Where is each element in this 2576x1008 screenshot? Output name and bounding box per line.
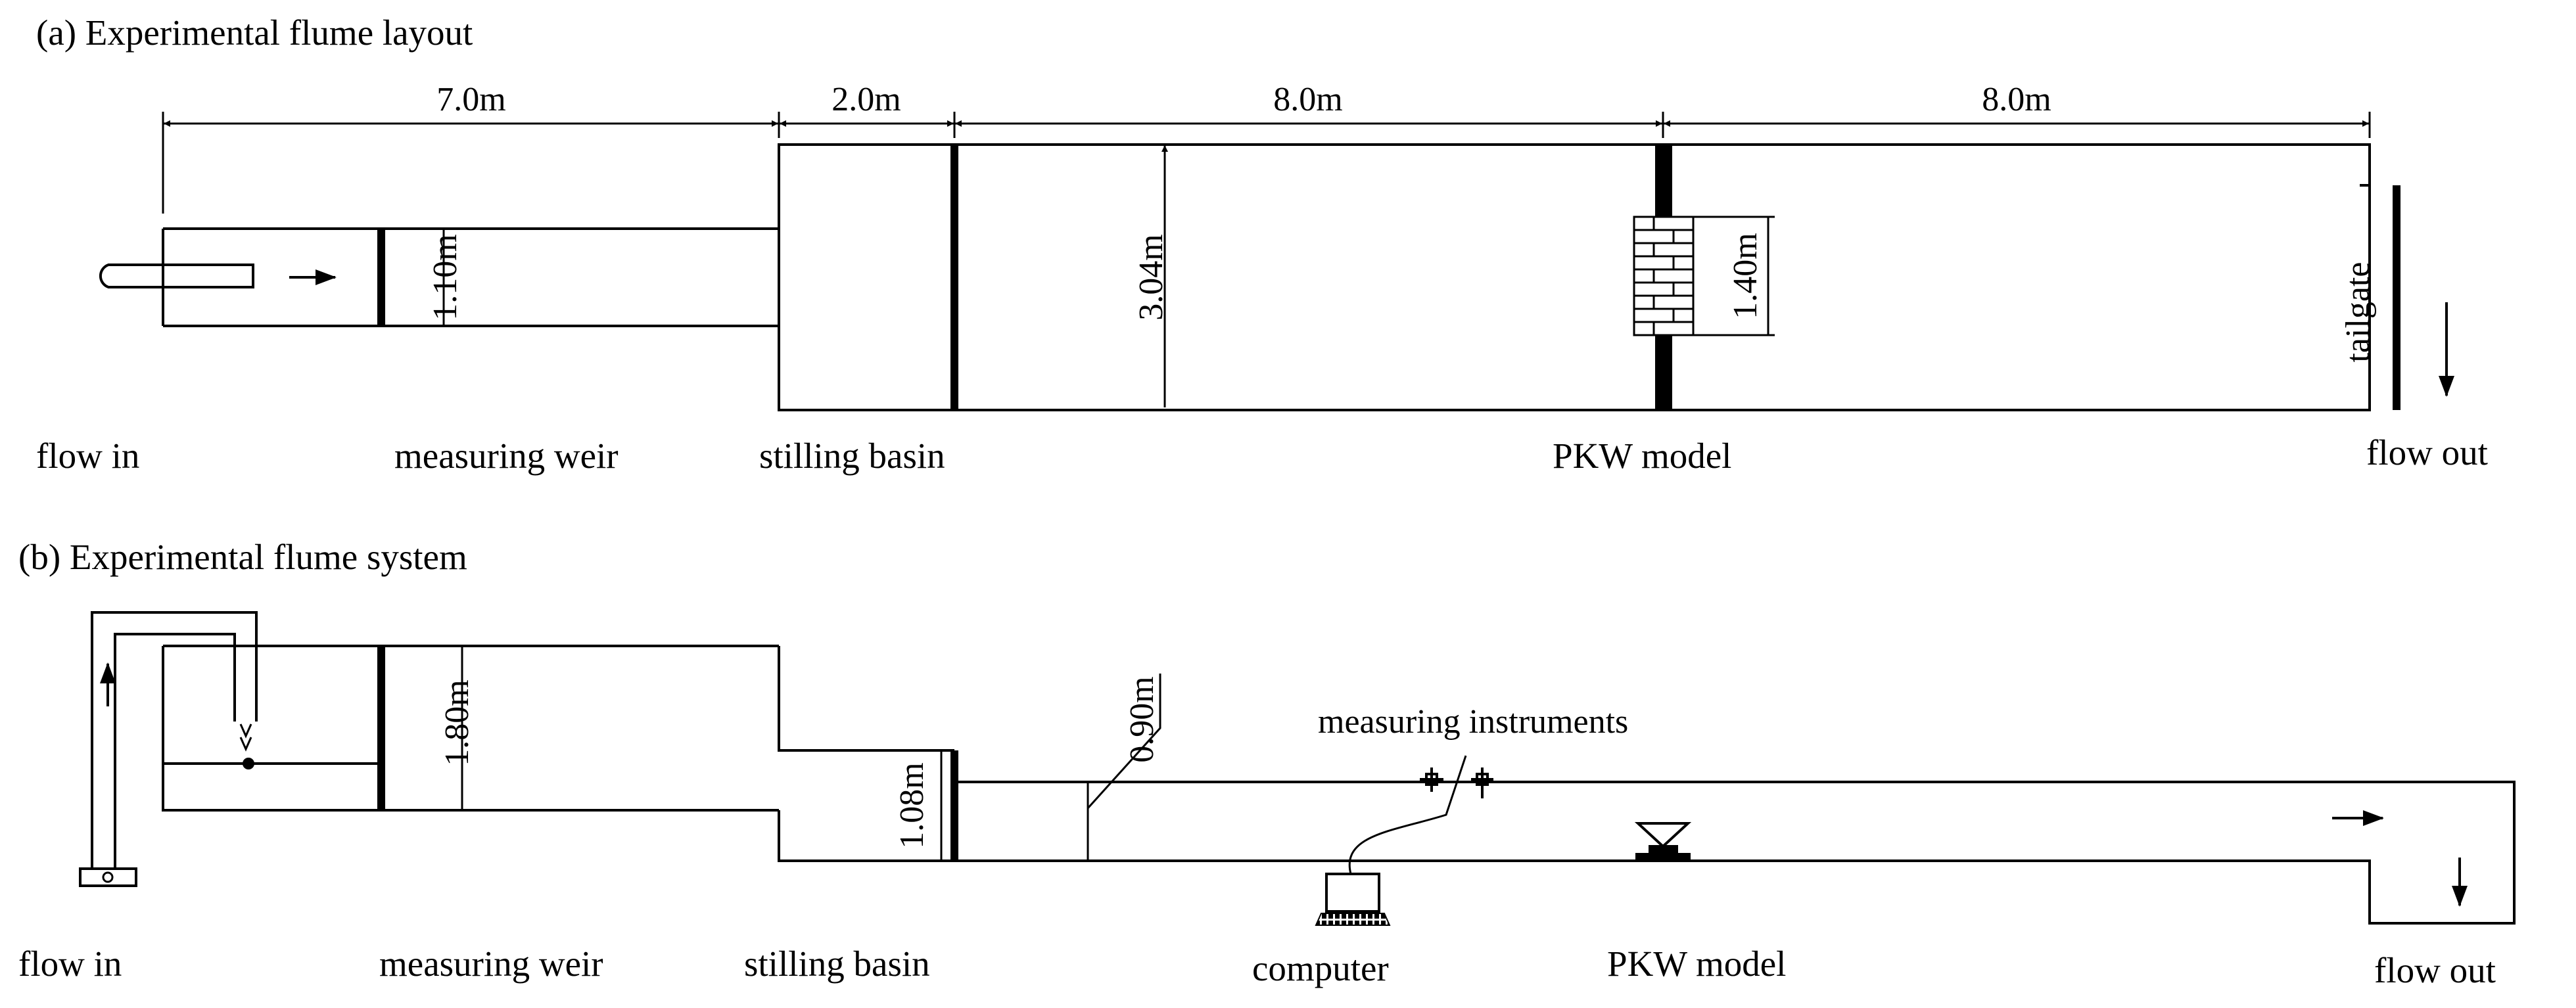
weir-tank — [162, 645, 779, 812]
panel-b: (b) Experimental flume system 1.80m 1.08… — [18, 537, 2516, 990]
b-label-flow-in: flow in — [18, 944, 122, 984]
stilling-basin — [778, 646, 954, 862]
pump-base — [79, 867, 137, 887]
weir-width-label: 1.10m — [427, 234, 464, 320]
weir-height-label: 1.80m — [438, 679, 476, 766]
pipe-outlet-arrows — [239, 723, 252, 752]
inlet-channel — [162, 227, 779, 327]
a-label-pkw-model: PKW model — [1553, 436, 1731, 476]
panel-b-caption: (b) Experimental flume system — [18, 537, 467, 577]
dim-7m: 7.0m — [436, 81, 505, 118]
computer-icon — [1315, 873, 1391, 926]
downstream-channel — [954, 781, 2516, 925]
channel-depth-label: 0.90m — [1123, 676, 1161, 762]
b-label-measuring-weir: measuring weir — [379, 944, 603, 984]
dim-8m-a: 8.0m — [1273, 81, 1342, 118]
panel-a: (a) Experimental flume layout 7.0m 2.0m … — [36, 12, 2488, 476]
instruments-label: measuring instruments — [1318, 703, 1628, 741]
channel-width-label: 3.04m — [1133, 234, 1170, 320]
dim-8m-b: 8.0m — [1982, 81, 2051, 118]
dim-2m: 2.0m — [831, 81, 901, 118]
pkw-model-side — [1634, 822, 1692, 862]
panel-a-dimension-line — [162, 112, 2371, 214]
a-label-measuring-weir: measuring weir — [394, 436, 619, 476]
inlet-pipe — [99, 263, 254, 288]
measuring-probes — [1420, 767, 1493, 798]
basin-height-label: 1.08m — [893, 762, 931, 848]
b-label-computer: computer — [1252, 948, 1389, 988]
pkw-model-plan — [1633, 145, 1775, 410]
tailgate-label: tailgate — [2339, 262, 2377, 362]
main-flume — [778, 143, 2371, 411]
instrument-cable — [1348, 755, 1467, 875]
a-label-flow-in: flow in — [36, 436, 139, 476]
supply-pipe — [91, 611, 258, 869]
a-label-flow-out: flow out — [2366, 432, 2488, 472]
b-label-pkw-model: PKW model — [1607, 944, 1786, 984]
panel-a-caption: (a) Experimental flume layout — [36, 12, 473, 53]
a-label-stilling-basin: stilling basin — [759, 436, 945, 476]
pkw-width-label: 1.40m — [1727, 233, 1764, 319]
b-label-stilling-basin: stilling basin — [744, 944, 930, 984]
b-label-flow-out: flow out — [2374, 950, 2496, 990]
tailgate-notch — [2360, 145, 2371, 187]
